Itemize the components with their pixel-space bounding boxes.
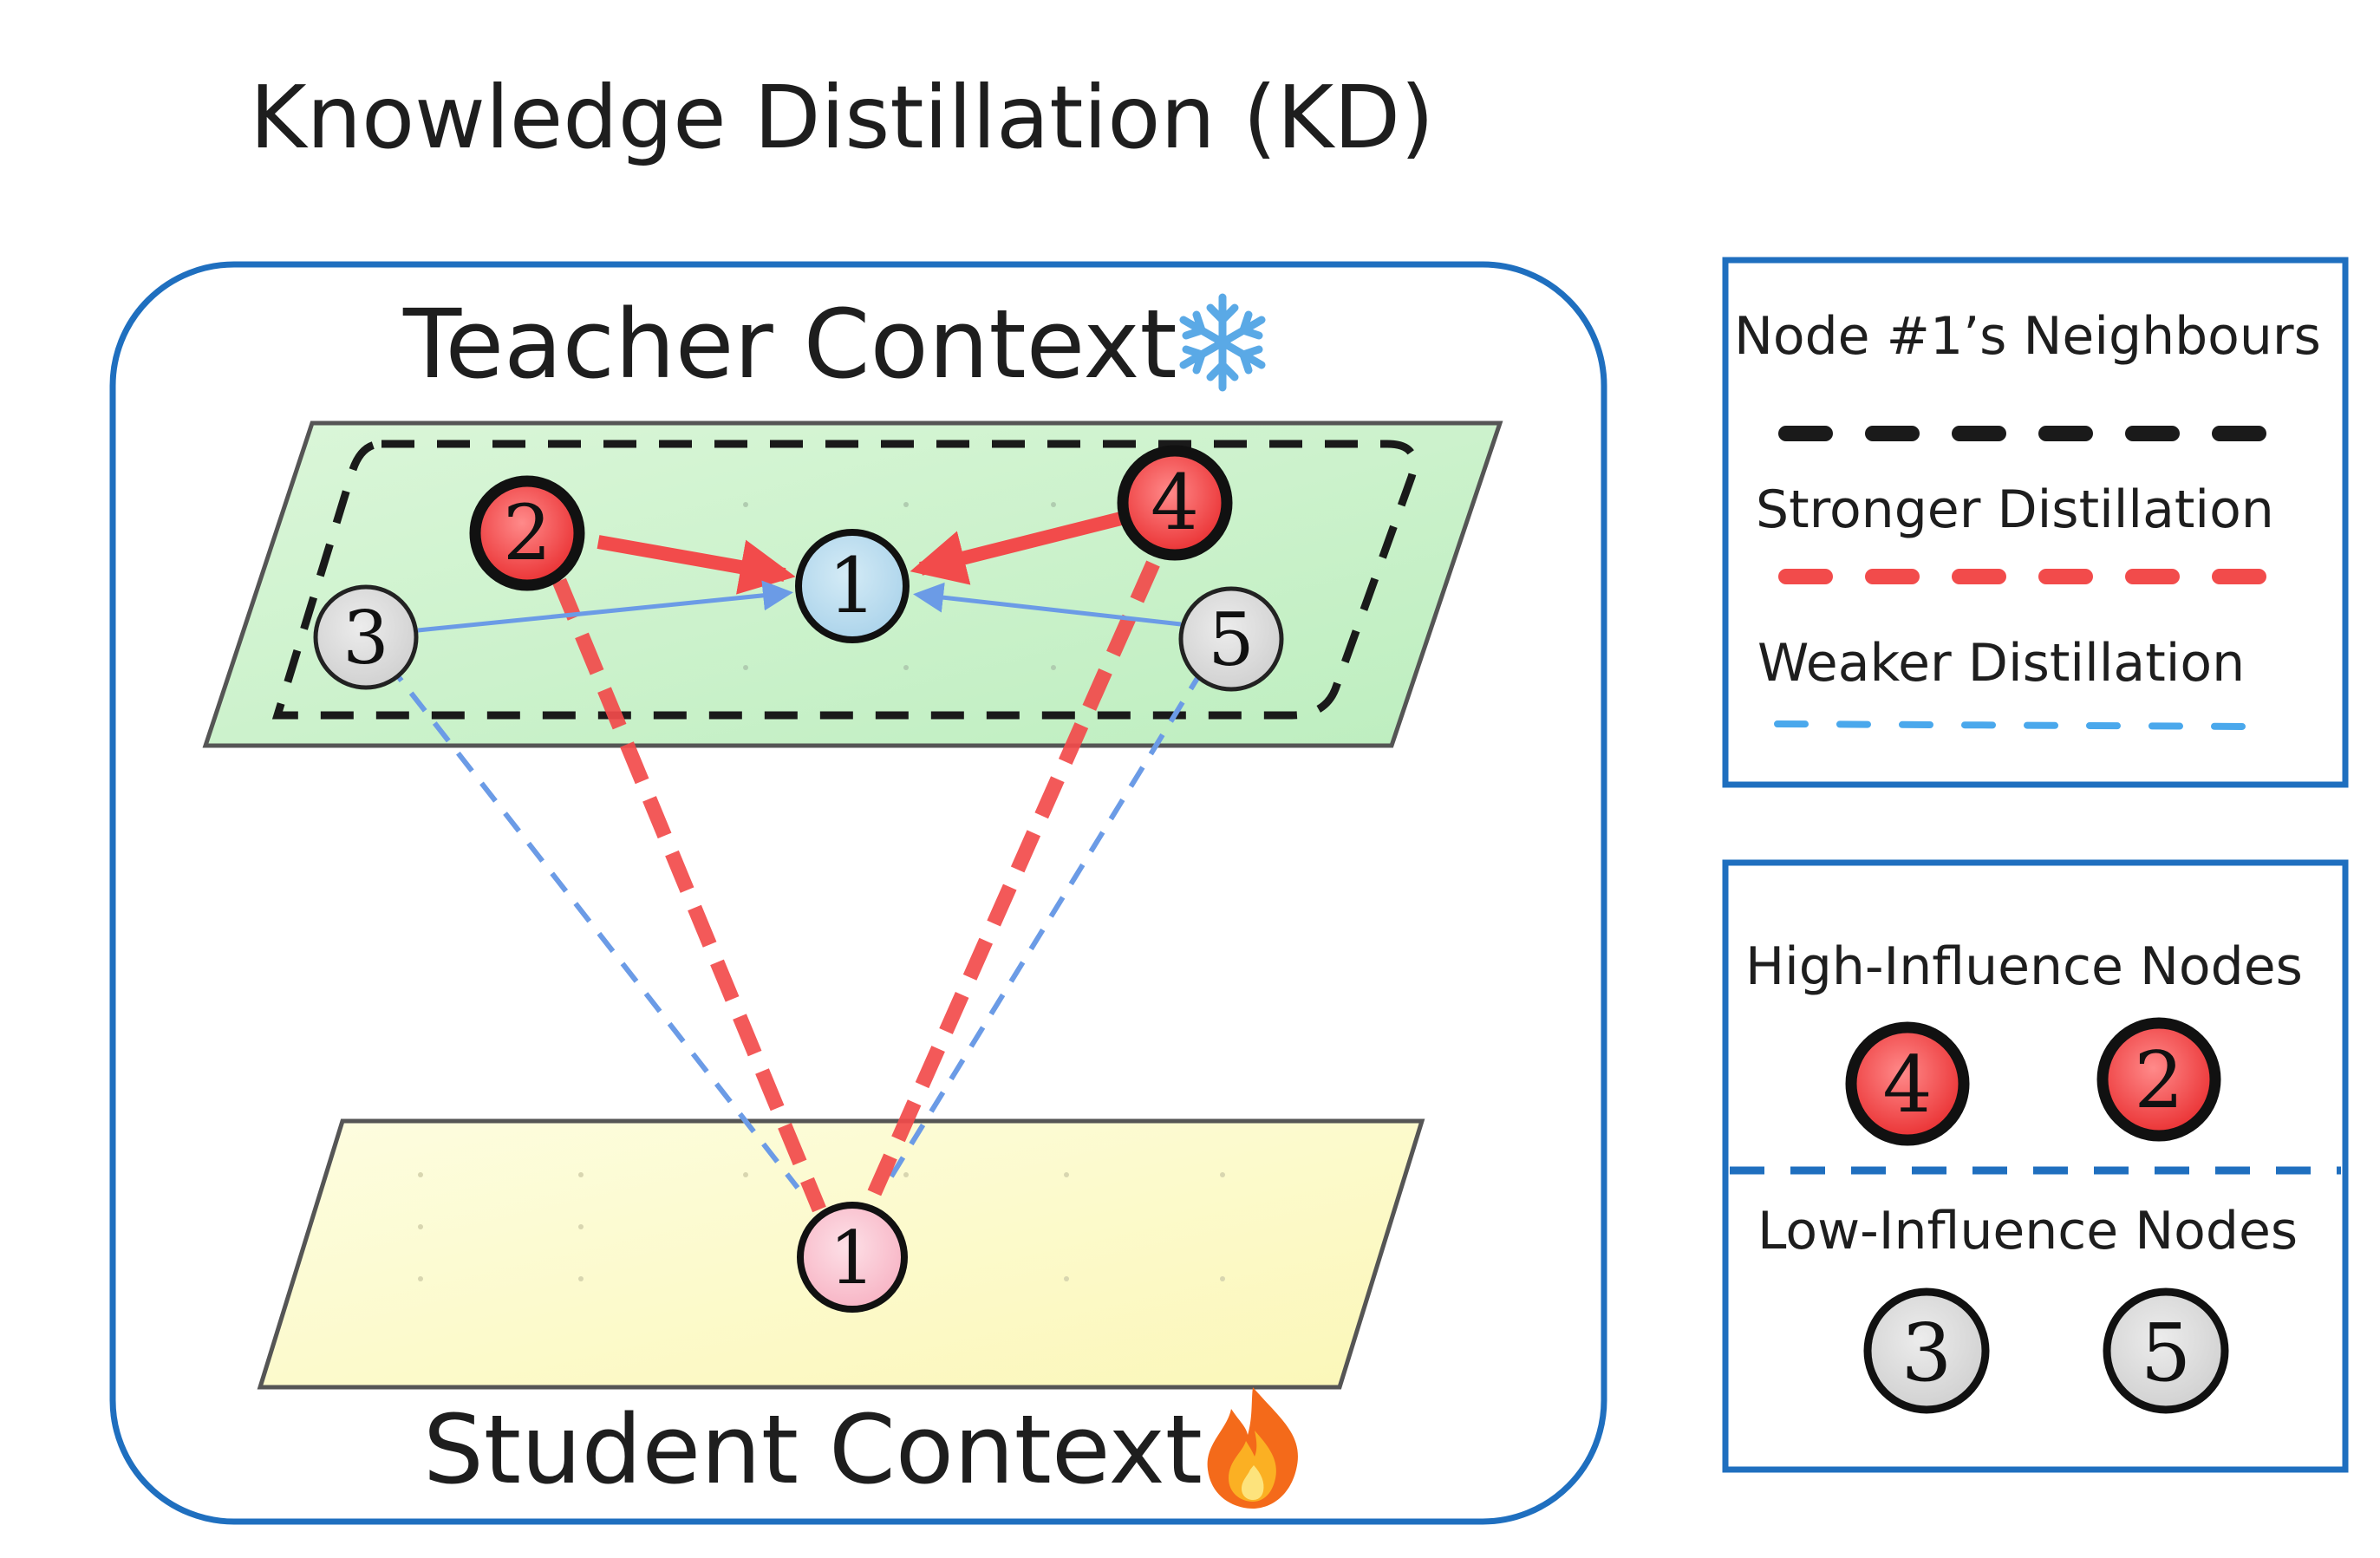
legend-high-node-2: 2 <box>2096 1017 2221 1142</box>
teacher-context-label: Teacher Context <box>402 289 1177 400</box>
legend-low-node-5: 5 <box>2103 1287 2229 1414</box>
diagram-title: Knowledge Distillation (KD) <box>250 67 1434 168</box>
edge-4-to-1 <box>910 512 1123 585</box>
edge-5-to-1 <box>913 582 1182 627</box>
weak-distill-line-3 <box>362 631 800 1190</box>
legend-neighbours-label: Node #1’s Neighbours <box>1734 306 2321 367</box>
svg-text:3: 3 <box>342 596 388 681</box>
teacher-node-3: 3 <box>313 584 419 690</box>
teacher-node-5: 5 <box>1178 586 1284 692</box>
svg-text:2: 2 <box>503 488 551 577</box>
weak-distill-line-5 <box>882 636 1225 1190</box>
edge-2-to-1 <box>597 535 796 595</box>
svg-text:1: 1 <box>828 541 877 630</box>
student-node-1: 1 <box>797 1202 908 1313</box>
fire-icon <box>1207 1387 1298 1509</box>
legend-stronger-label: Stronger Distillation <box>1756 479 2274 540</box>
svg-text:4: 4 <box>1882 1040 1932 1131</box>
student-grid-dots <box>418 1172 1225 1281</box>
teacher-node-2: 2 <box>469 475 585 591</box>
teacher-node-1: 1 <box>795 529 910 643</box>
teacher-node-4: 4 <box>1117 445 1233 561</box>
svg-text:1: 1 <box>829 1216 875 1301</box>
student-context-label: Student Context <box>423 1394 1203 1505</box>
svg-text:5: 5 <box>1208 597 1254 682</box>
legend-high-node-4: 4 <box>1845 1021 1970 1146</box>
neighbour-boundary <box>271 440 1418 720</box>
edge-3-to-1 <box>417 580 793 633</box>
snowflake-icon <box>1179 293 1266 392</box>
svg-text:4: 4 <box>1151 458 1199 547</box>
legend-low-influence-label: Low-Influence Nodes <box>1757 1201 2298 1261</box>
node-legend-box <box>1722 859 2349 1473</box>
svg-text:5: 5 <box>2141 1307 2192 1399</box>
strong-distill-line-2 <box>552 577 826 1213</box>
svg-text:2: 2 <box>2134 1035 2183 1126</box>
legend-weaker-label: Weaker Distillation <box>1757 633 2245 694</box>
legend-low-node-3: 3 <box>1863 1287 1990 1414</box>
legend-high-influence-label: High-Influence Nodes <box>1745 936 2303 997</box>
svg-text:3: 3 <box>1901 1307 1953 1399</box>
kd-frame <box>109 261 1607 1525</box>
legend-weaker-line <box>1774 720 2253 730</box>
teacher-grid-dots <box>743 502 1056 670</box>
edge-legend-box <box>1722 257 2349 788</box>
